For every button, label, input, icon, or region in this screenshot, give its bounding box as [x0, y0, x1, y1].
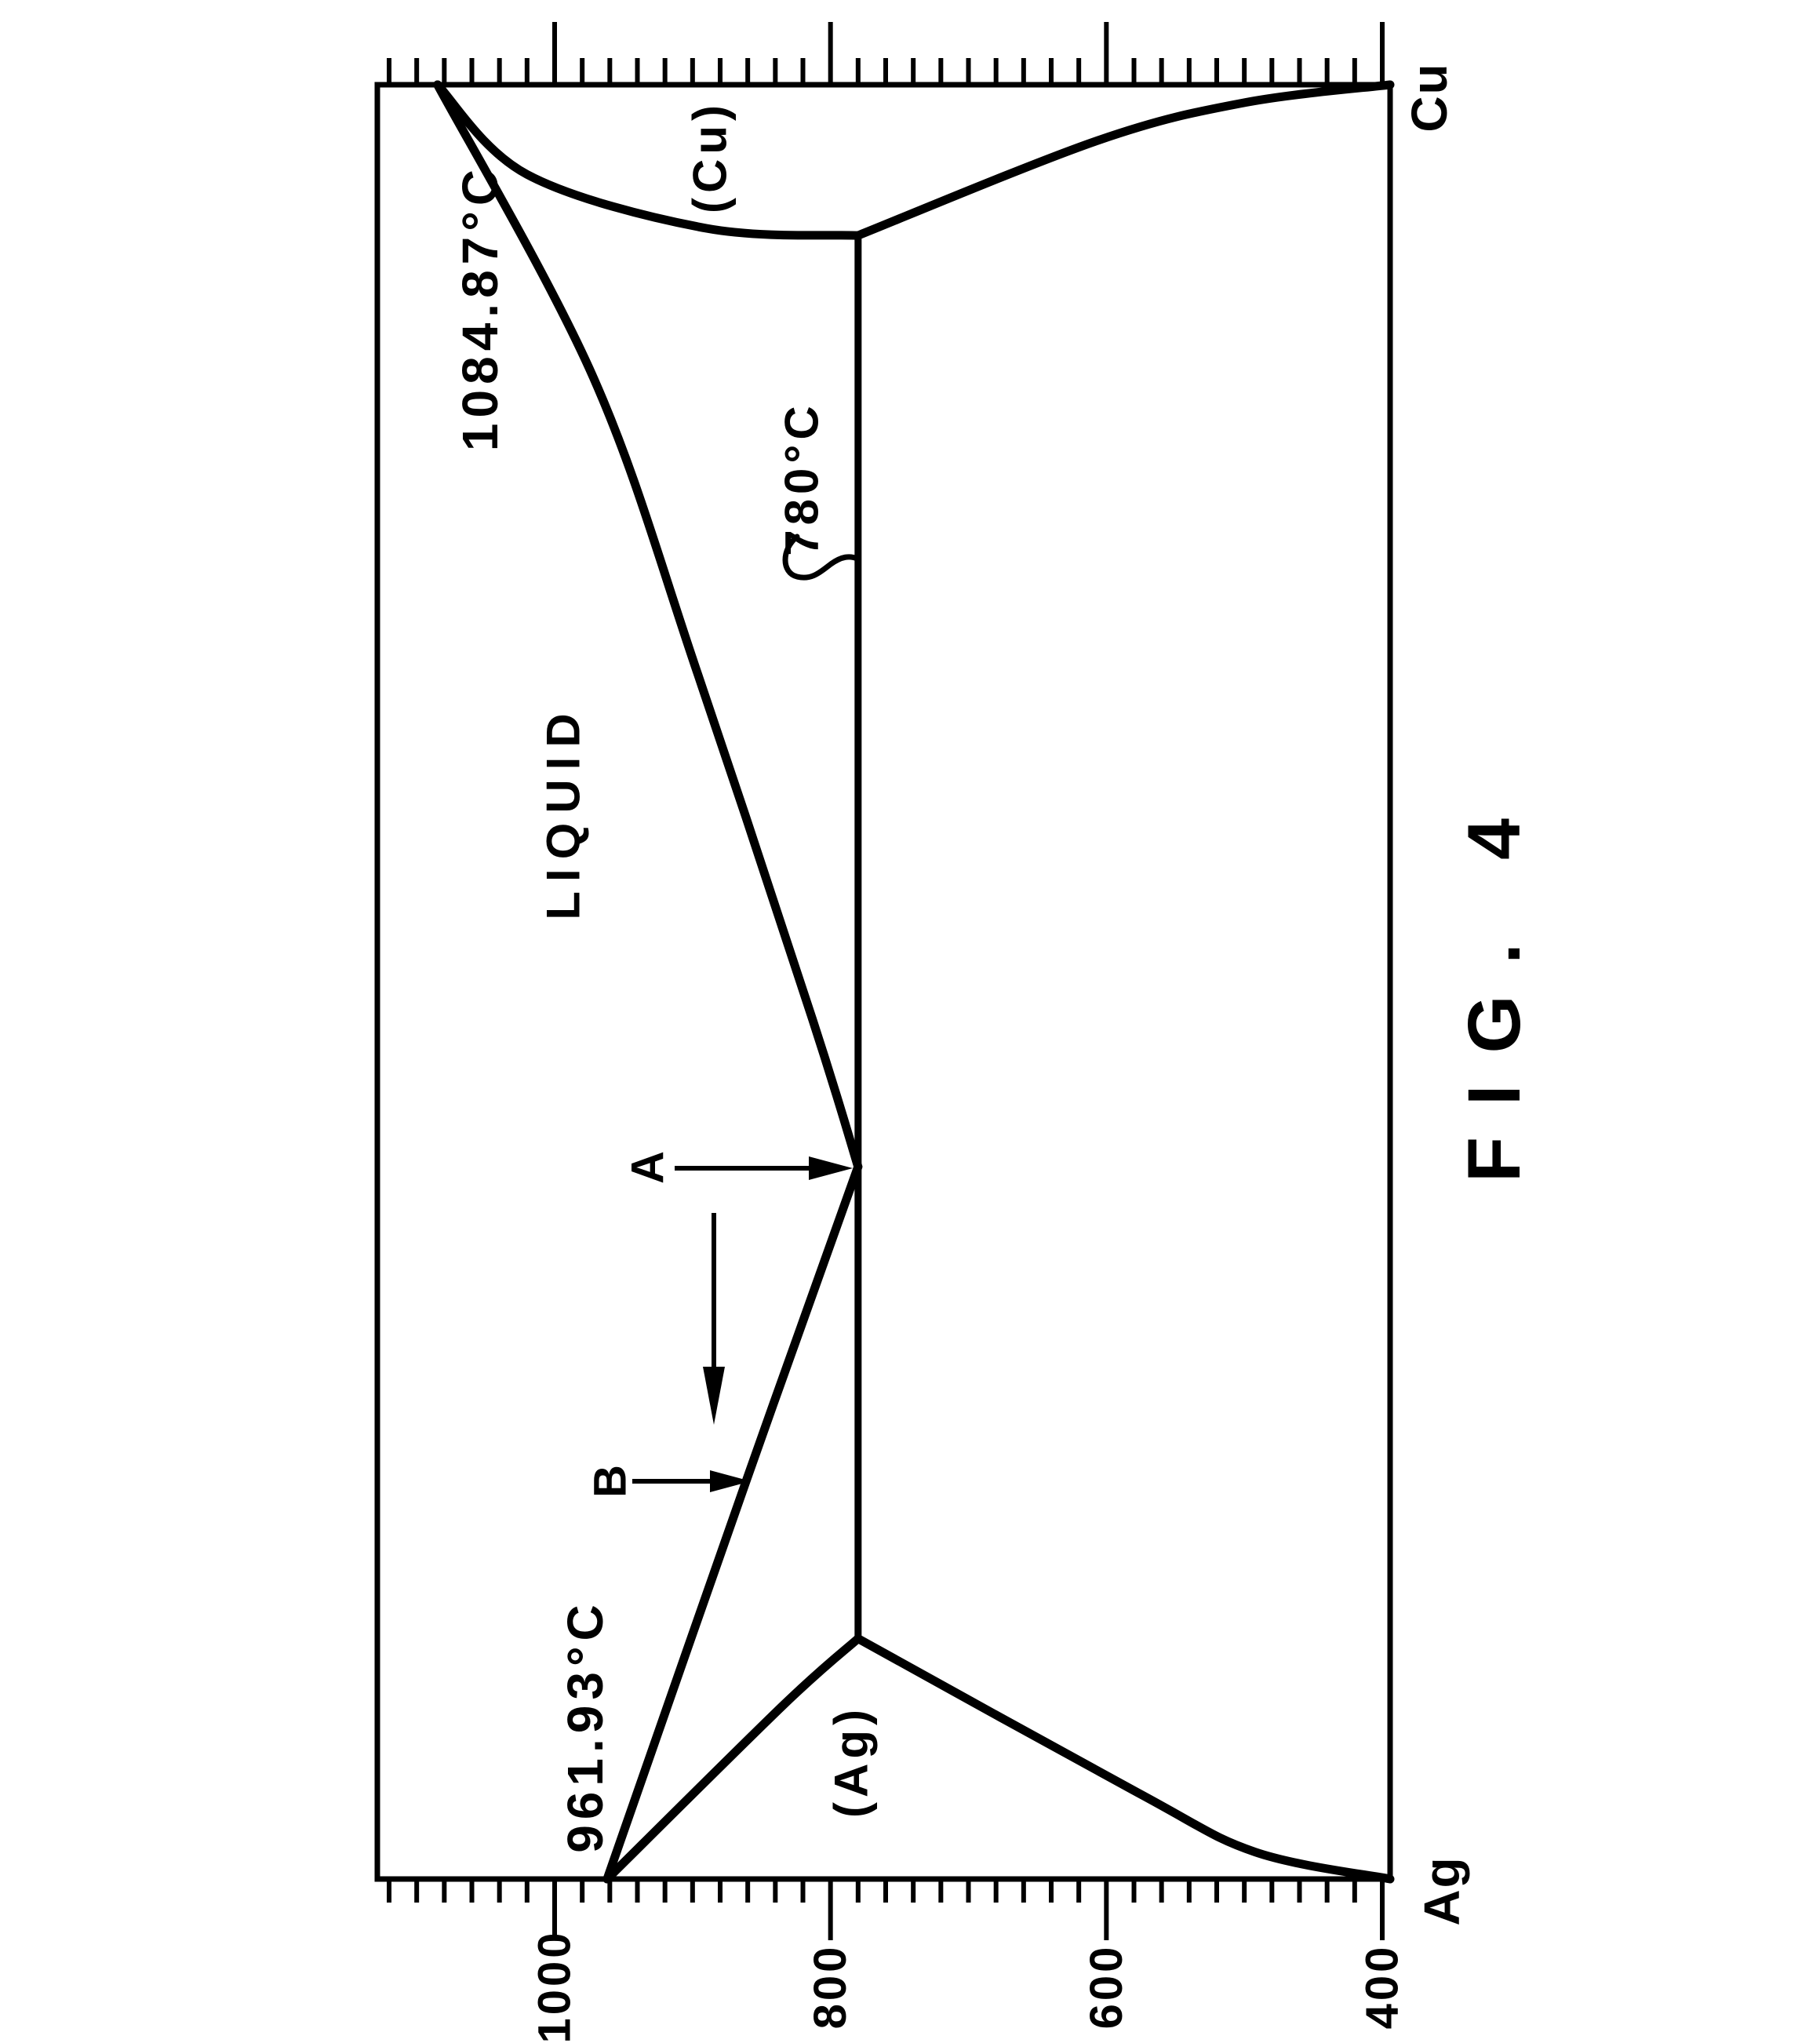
arrow-b: [632, 1470, 751, 1492]
liquidus-cu-side: [433, 80, 863, 1171]
point-b-label: B: [585, 1465, 636, 1498]
phase-boundary-curves: [433, 80, 1395, 1884]
arrow-cooling-head: [703, 1367, 725, 1425]
temperature-ticks-bottom: [387, 1879, 1385, 1940]
solvus-cu-side: [854, 80, 1395, 240]
eutectic-temperature-label: 780°C: [776, 401, 828, 555]
axis-tick-label: 1000: [530, 1929, 581, 2043]
arrow-cooling: [703, 1213, 725, 1425]
figure-title: FIG. 4: [1453, 787, 1536, 1182]
solvus-ag-side: [854, 1634, 1395, 1884]
axis-end-ag-label: Ag: [1414, 1855, 1470, 1925]
cu-melting-point-label: 1084.87°C: [452, 164, 508, 451]
axis-tick-label: 400: [1356, 1944, 1407, 2030]
solidus-ag-side: [602, 1634, 863, 1884]
annotation-arrows: [632, 1156, 853, 1492]
liquidus-ag-side: [602, 1162, 863, 1884]
arrow-b-head: [710, 1470, 751, 1492]
solidus-cu-side: [433, 80, 863, 240]
plot-border: [374, 82, 1393, 1882]
temperature-ticks-top: [387, 22, 1385, 85]
axis-tick-label: 800: [805, 1944, 856, 2030]
arrow-a-head: [809, 1156, 853, 1180]
temperature-tick-labels: 1000 800 600 400: [530, 1929, 1408, 2043]
label-connector-squiggle: [782, 534, 861, 581]
ag-phase-region-label: (Ag): [825, 1705, 878, 1818]
axis-tick-label: 600: [1081, 1944, 1132, 2030]
point-a-label: A: [623, 1151, 674, 1184]
arrow-a: [675, 1156, 853, 1180]
axis-end-cu-label: Cu: [1401, 62, 1458, 132]
ag-melting-point-label: 961.93°C: [557, 1599, 613, 1853]
cu-phase-region-label: (Cu): [684, 100, 737, 213]
liquid-region-label: LIQUID: [537, 704, 590, 920]
